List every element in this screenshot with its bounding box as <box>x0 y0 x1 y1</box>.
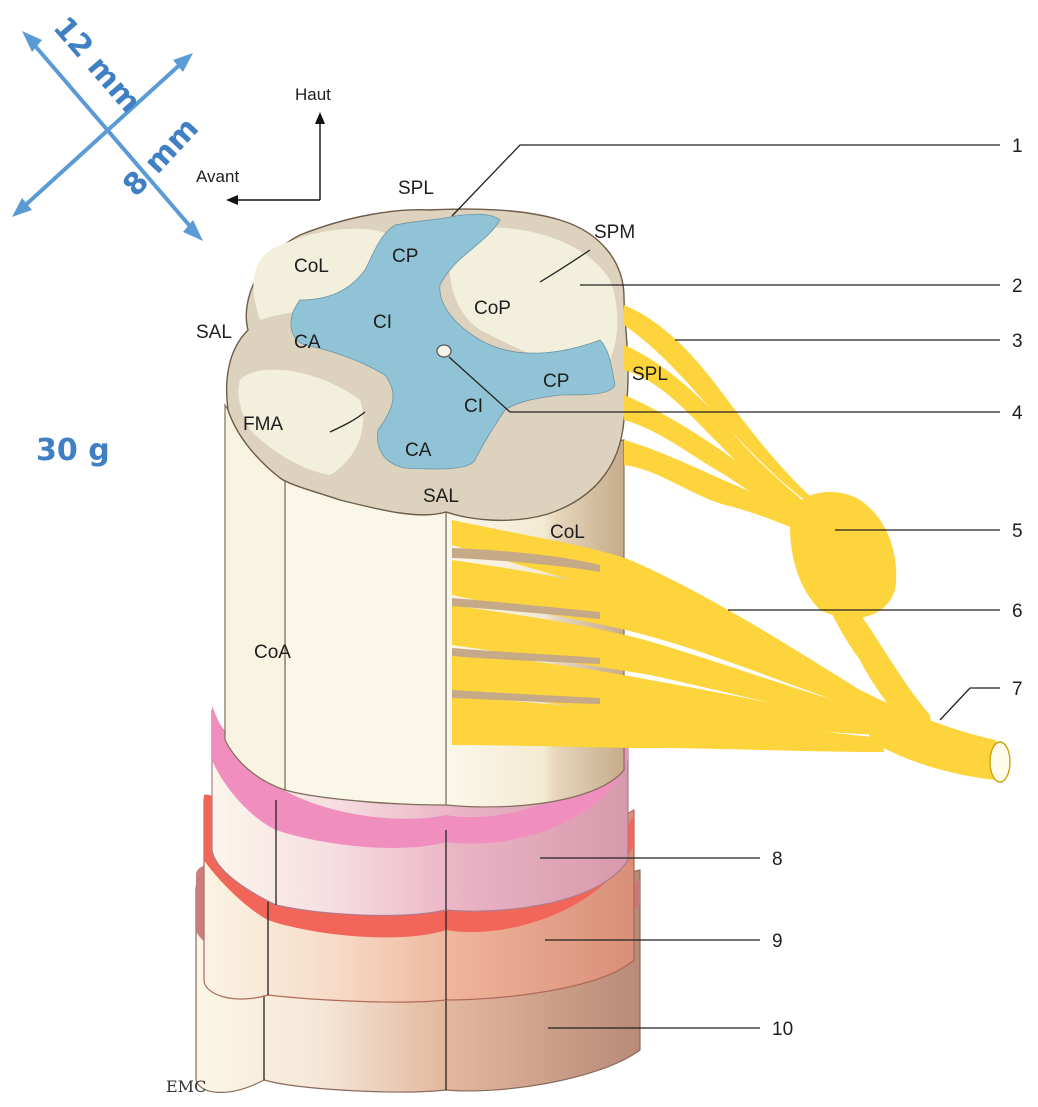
callout-4: 4 <box>1012 403 1023 424</box>
arrow-up-icon <box>315 112 325 124</box>
label-ci-1: CI <box>373 312 392 333</box>
label-ci-2: CI <box>464 396 483 417</box>
leader-7 <box>940 688 1000 720</box>
dimension-annotations: 12 mm 8 mm 30 g <box>12 10 206 468</box>
label-coa: CoA <box>254 642 291 663</box>
callout-8: 8 <box>772 849 783 870</box>
label-spl-top: SPL <box>398 178 434 199</box>
emc-signature: EMC <box>166 1077 206 1096</box>
label-sal-left: SAL <box>196 322 232 343</box>
label-spl-right: SPL <box>632 364 668 385</box>
label-avant: Avant <box>196 167 239 186</box>
label-cp-top: CP <box>392 246 418 267</box>
label-ca-2: CA <box>405 440 432 461</box>
label-sal-bottom: SAL <box>423 486 459 507</box>
callout-10: 10 <box>772 1019 793 1040</box>
label-col-top: CoL <box>294 256 329 277</box>
label-fma: FMA <box>243 414 283 435</box>
label-ca-1: CA <box>294 332 321 353</box>
spinal-nerve-cut-end <box>990 742 1010 782</box>
callout-7: 7 <box>1012 679 1023 700</box>
central-canal <box>437 345 451 357</box>
callout-2: 2 <box>1012 276 1023 297</box>
callout-1: 1 <box>1012 136 1023 157</box>
label-cp-right: CP <box>543 371 569 392</box>
label-haut: Haut <box>295 85 331 104</box>
callout-5: 5 <box>1012 521 1023 542</box>
label-cop: CoP <box>474 298 511 319</box>
label-spm: SPM <box>594 222 635 243</box>
cross-section <box>227 209 628 520</box>
spinal-nerve <box>860 690 1008 780</box>
orientation-axes: Haut Avant <box>196 85 331 205</box>
arrow-left-icon <box>226 195 238 205</box>
dim-12mm: 12 mm <box>46 10 148 120</box>
callout-6: 6 <box>1012 601 1023 622</box>
callout-9: 9 <box>772 931 783 952</box>
callout-3: 3 <box>1012 331 1023 352</box>
leader-1 <box>452 145 1000 216</box>
spinal-ganglion <box>790 492 896 618</box>
weight-30g: 30 g <box>36 433 110 468</box>
label-col-side: CoL <box>550 522 585 543</box>
